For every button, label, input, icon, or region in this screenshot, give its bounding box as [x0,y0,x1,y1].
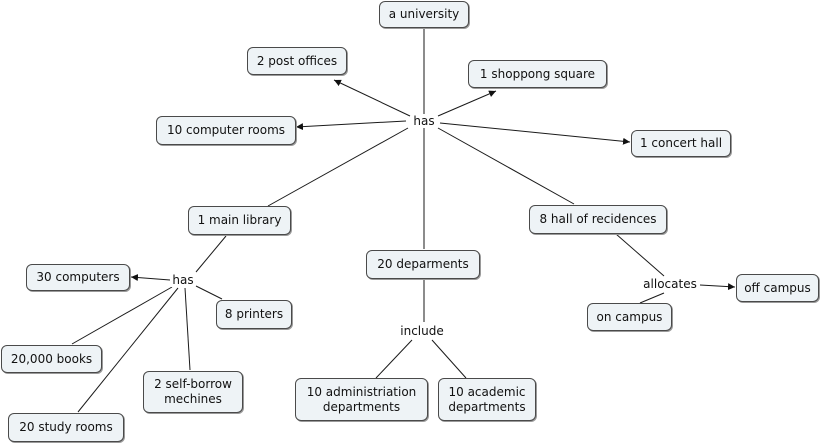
node-printers[interactable]: 8 printers [216,300,292,329]
node-printers-label: 8 printers [224,307,284,321]
node-on-campus[interactable]: on campus [587,303,672,331]
edge-libhas-books [71,286,173,345]
node-concert-hall[interactable]: 1 concert hall [631,130,731,157]
node-books[interactable]: 20,000 books [1,345,102,373]
node-shopping-square[interactable]: 1 shoppong square [468,60,607,88]
node-concert-hall-label: 1 concert hall [639,136,723,150]
edge-has-post-offices [333,79,411,117]
node-university[interactable]: a university [379,1,469,28]
edge-allocates-on-campus [639,292,665,304]
node-self-borrow[interactable]: 2 self-borrow mechines [143,371,243,413]
node-computer-rooms[interactable]: 10 computer rooms [156,116,296,145]
node-post-offices-label: 2 post offices [256,53,338,68]
edge-libhas-self-borrow [184,287,191,371]
node-off-campus-label: off campus [744,280,811,295]
node-admin-departments-label: 10 administriation departments [306,384,417,414]
node-university-label: a university [388,7,460,21]
node-shopping-square-label: 1 shoppong square [479,66,596,81]
node-main-library-label: 1 main library [197,213,282,227]
node-departments-label: 20 deparments [377,257,469,271]
edge-has-halls [437,127,575,205]
node-academic-departments-label: 10 academic departments [448,384,526,414]
edge-has-main-library [267,127,409,207]
edge-has-shopping-square [437,90,497,117]
node-post-offices[interactable]: 2 post offices [247,47,347,75]
link-library-has: has [170,273,196,287]
node-computers-label: 30 computers [36,270,120,284]
node-halls-of-residence-label: 8 hall of recidences [539,212,657,226]
edge-halls-allocates [615,233,665,277]
edge-libhas-printers [195,285,223,300]
node-study-rooms[interactable]: 20 study rooms [8,413,124,442]
edge-libhas-study-rooms [77,287,179,413]
edge-include-academic [431,339,467,379]
link-university-has: has [411,114,437,128]
edge-include-admin [375,339,413,379]
node-self-borrow-label: 2 self-borrow mechines [154,377,232,406]
node-main-library[interactable]: 1 main library [188,206,291,235]
edge-has-computer-rooms [295,120,407,131]
edge-library-has [195,235,227,273]
node-computers[interactable]: 30 computers [26,264,130,291]
link-departments-include: include [398,324,446,338]
node-books-label: 20,000 books [10,351,93,366]
edge-has-concert-hall [439,122,631,145]
link-halls-allocates: allocates [641,277,699,291]
node-admin-departments[interactable]: 10 administriation departments [295,378,428,421]
node-study-rooms-label: 20 study rooms [19,420,113,434]
edge-libhas-computers [130,274,171,282]
node-academic-departments[interactable]: 10 academic departments [438,378,536,421]
node-computer-rooms-label: 10 computer rooms [166,123,286,137]
edge-allocates-off-campus [699,283,736,291]
node-on-campus-label: on campus [596,309,663,324]
node-departments[interactable]: 20 deparments [366,250,480,279]
node-off-campus[interactable]: off campus [736,274,819,302]
node-halls-of-residence[interactable]: 8 hall of recidences [529,205,667,234]
